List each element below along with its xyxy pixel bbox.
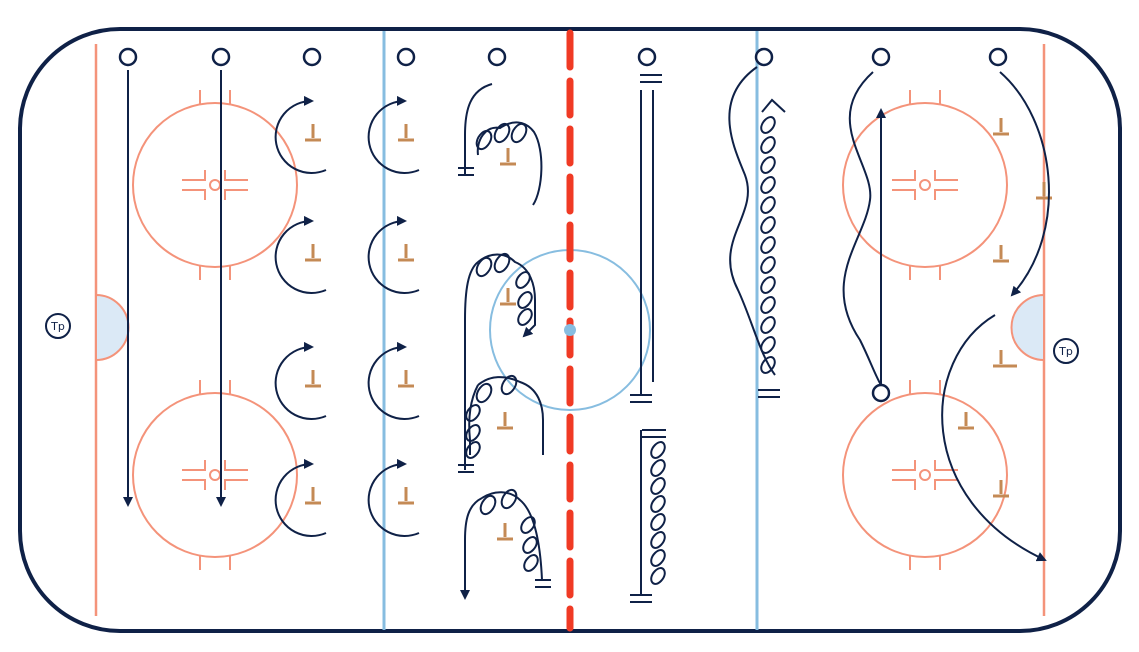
right-zone-paths [842,71,1050,562]
cone-icon [398,244,414,262]
open-circle-icon [754,47,774,67]
open-circle-icon [211,47,231,67]
player-start-markers [118,47,1008,403]
open-circle-icon [487,47,507,67]
open-circle-icon [637,47,657,67]
cone-icon [500,288,516,306]
open-circle-icon [302,47,322,67]
cone-icon [993,480,1009,498]
tp-marker-right: Tp [1053,338,1079,364]
cone-icon [958,412,974,430]
cone-icon [305,487,321,505]
faceoff-circle-left-top [132,90,298,280]
cone-icon [497,523,513,541]
cone-icon [500,148,516,166]
tp-marker-left: Tp [45,313,71,339]
weave-drill-path [728,66,786,398]
cone-icon [398,370,414,388]
stickhandling-paths [458,74,666,603]
goal-crease-right [1010,293,1045,362]
faceoff-circle-right-top [842,90,1008,280]
open-circle-icon [988,47,1008,67]
faceoff-circle-right-bottom [842,380,1008,570]
open-circle-icon [118,47,138,67]
open-circle-icon [396,47,416,67]
cone-icon [305,370,321,388]
cone-icon [305,244,321,262]
open-circle-icon [871,47,891,67]
cone-icons [305,118,1052,541]
faceoff-circle-left-bottom [132,380,298,570]
cone-icon [398,487,414,505]
cone-icon [497,412,513,430]
center-faceoff-dot [564,324,576,336]
cone-icon [993,245,1009,263]
cone-icon [398,124,414,142]
cone-icon [993,118,1009,136]
loop-drill-paths [274,95,420,537]
cone-icon [305,124,321,142]
open-circle-icon [871,383,891,403]
cone-icon [993,350,1017,368]
